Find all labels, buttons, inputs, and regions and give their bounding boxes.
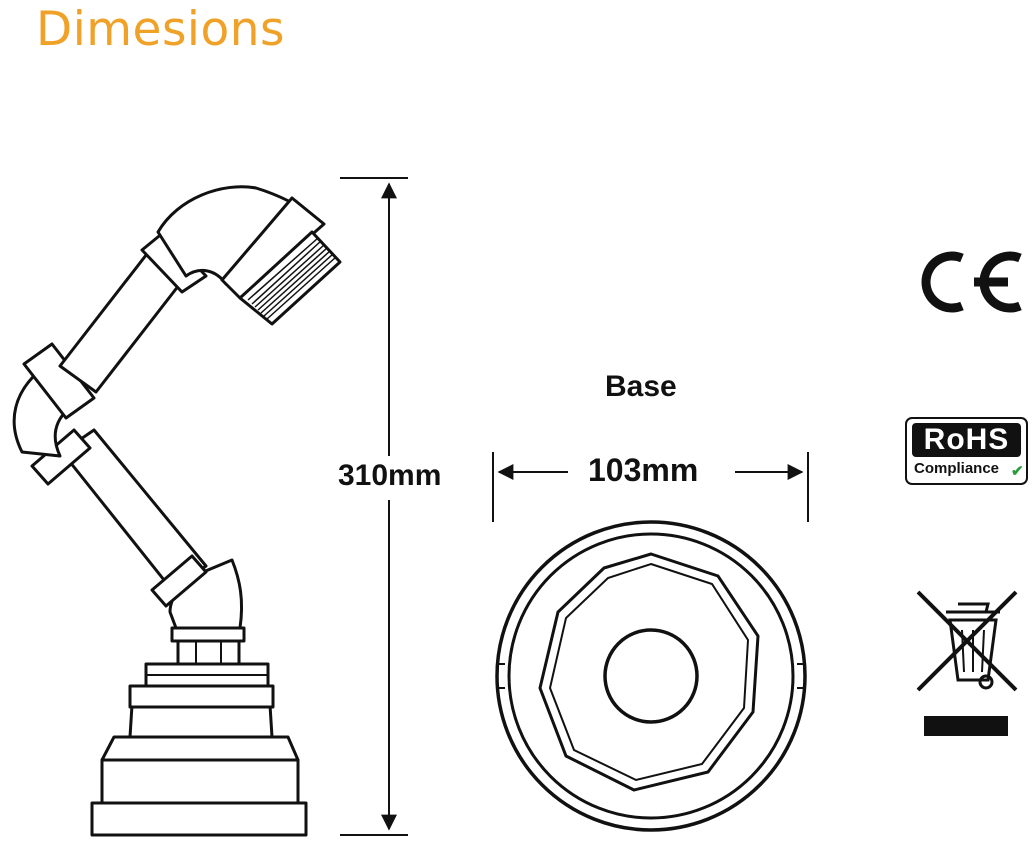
base-top-view [495, 520, 807, 832]
weee-crossed-bin-icon [916, 590, 1018, 736]
height-label: 310mm [338, 459, 442, 492]
page-title: Dimesions [36, 2, 286, 57]
check-icon: ✔ [1011, 463, 1024, 480]
width-dimension-lines [492, 452, 809, 522]
base-title: Base [605, 370, 677, 403]
rohs-title: RoHS [912, 423, 1021, 457]
ce-mark-icon [921, 251, 1022, 313]
lamp-side-view [12, 185, 342, 837]
height-dimension-lines [340, 177, 408, 836]
rohs-subtitle: Compliance [914, 460, 1000, 477]
base-width-label: 103mm [588, 452, 699, 488]
rohs-badge-icon: RoHS Compliance ✔ [905, 417, 1028, 485]
